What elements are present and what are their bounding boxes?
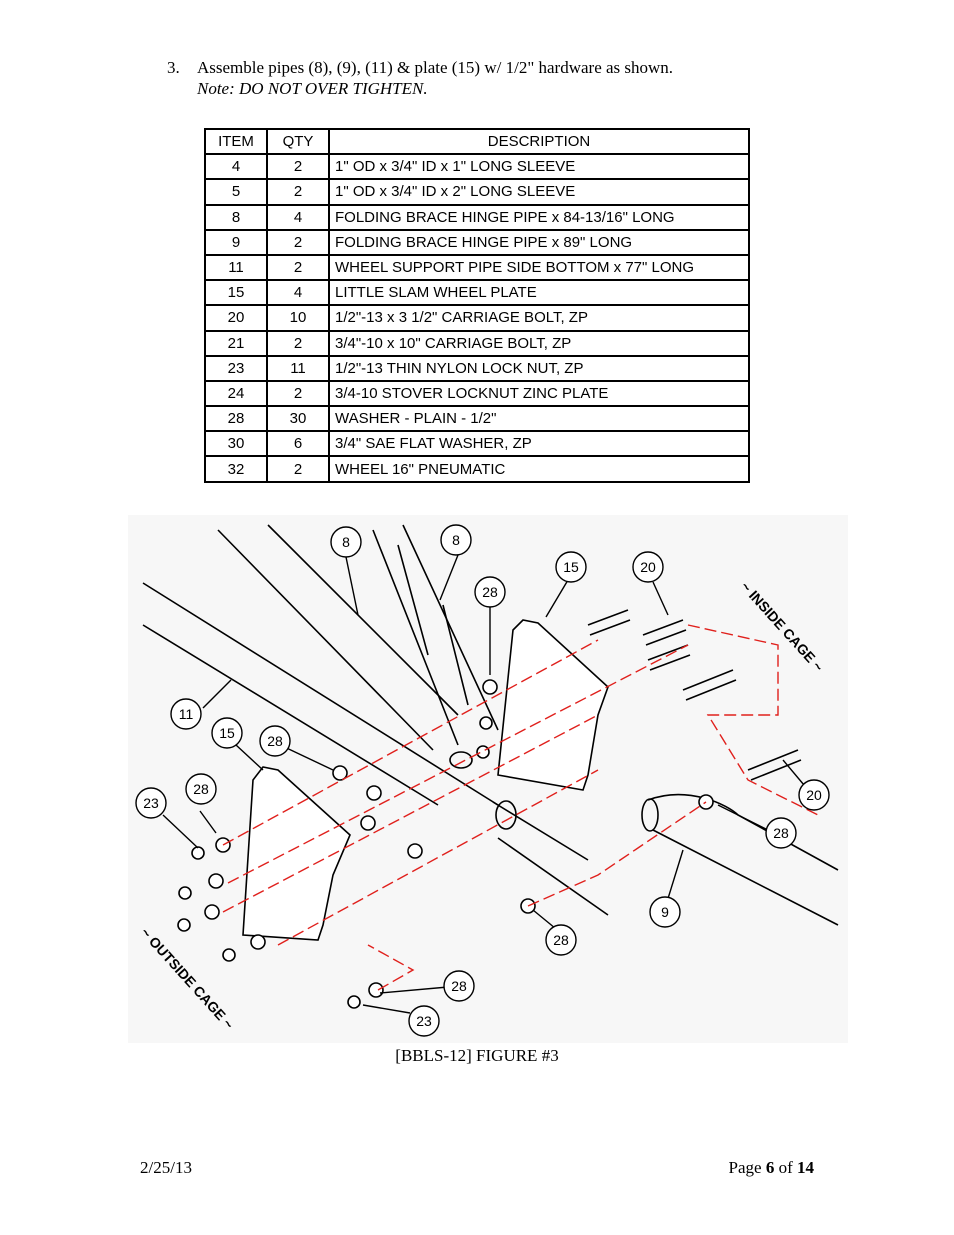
- plate-15-inside: [497, 619, 609, 791]
- footer-date: 2/25/13: [140, 1158, 192, 1177]
- assembly-figure: 8 8 28 15 20 11 15 28 23 28 20 28 9 28 2…: [128, 515, 848, 1043]
- cell-description: 1/2"-13 THIN NYLON LOCK NUT, ZP: [328, 354, 750, 382]
- pipe-8b-outline: [372, 524, 499, 746]
- callout-label: 28: [553, 932, 569, 948]
- pipe-8a-outline: [217, 524, 459, 751]
- step-note: Note: DO NOT OVER TIGHTEN.: [197, 79, 428, 98]
- cell-qty: 30: [266, 405, 330, 433]
- header-description: DESCRIPTION: [328, 127, 750, 156]
- cell-qty: 6: [266, 430, 330, 458]
- cell-qty: 2: [266, 178, 330, 206]
- cell-description: FOLDING BRACE HINGE PIPE x 84-13/16" LON…: [328, 203, 750, 231]
- cell-description: 1/2"-13 x 3 1/2" CARRIAGE BOLT, ZP: [328, 304, 750, 332]
- callout-label: 23: [143, 795, 159, 811]
- cell-item: 4: [204, 153, 268, 181]
- callout-label: 28: [451, 978, 467, 994]
- cell-description: LITTLE SLAM WHEEL PLATE: [328, 279, 750, 307]
- cell-description: WASHER - PLAIN - 1/2": [328, 405, 750, 433]
- cell-item: 30: [204, 430, 268, 458]
- callout-label: 28: [482, 584, 498, 600]
- page-current: 6: [765, 1158, 775, 1177]
- cell-qty: 4: [266, 279, 330, 307]
- page-total: 14: [797, 1158, 814, 1177]
- callout-label: 15: [563, 559, 579, 575]
- figure-caption: [BBLS-12] FIGURE #3: [395, 1046, 559, 1065]
- page-of: of: [774, 1158, 797, 1177]
- callout-label: 28: [773, 825, 789, 841]
- pipe-9-end: [641, 798, 659, 832]
- cell-qty: 10: [266, 304, 330, 332]
- pipe-8c-outline: [397, 544, 469, 706]
- callout-label: 28: [193, 781, 209, 797]
- sleeve-ring: [495, 800, 517, 830]
- cell-item: 11: [204, 253, 268, 282]
- cell-item: 20: [204, 304, 268, 332]
- cell-description: WHEEL 16" PNEUMATIC: [328, 455, 750, 483]
- callout-label: 8: [342, 534, 350, 550]
- cell-qty: 2: [266, 455, 330, 483]
- cell-item: 32: [204, 455, 268, 483]
- step-text: Assemble pipes (8), (9), (11) & plate (1…: [197, 58, 674, 77]
- cell-description: 3/4" SAE FLAT WASHER, ZP: [328, 430, 750, 458]
- cell-item: 21: [204, 329, 268, 357]
- callout-label: 9: [661, 904, 669, 920]
- bolt-20: [747, 749, 802, 781]
- cell-description: 1" OD x 3/4" ID x 2" LONG SLEEVE: [328, 178, 750, 206]
- cell-item: 28: [204, 405, 268, 433]
- cell-description: FOLDING BRACE HINGE PIPE x 89" LONG: [328, 228, 750, 256]
- cell-description: 3/4"-10 x 10" CARRIAGE BOLT, ZP: [328, 329, 750, 357]
- cell-item: 23: [204, 354, 268, 382]
- callout-label: 8: [452, 532, 460, 548]
- bolt-20: [682, 669, 737, 701]
- cell-item: 15: [204, 279, 268, 307]
- bolt-20: [642, 619, 687, 646]
- cell-description: 1" OD x 3/4" ID x 1" LONG SLEEVE: [328, 153, 750, 181]
- cell-item: 9: [204, 228, 268, 256]
- cell-qty: 2: [266, 253, 330, 282]
- cell-qty: 11: [266, 354, 330, 382]
- cell-qty: 2: [266, 153, 330, 181]
- footer-page-number: Page 6 of 14: [729, 1158, 814, 1178]
- bolt-20: [587, 609, 631, 636]
- header-qty: QTY: [266, 127, 330, 156]
- cell-description: WHEEL SUPPORT PIPE SIDE BOTTOM x 77" LON…: [328, 253, 750, 282]
- step-number: 3.: [167, 58, 180, 77]
- header-item: ITEM: [204, 127, 268, 156]
- cell-item: 5: [204, 178, 268, 206]
- pipe-11-far: [492, 801, 609, 916]
- callout-label: 15: [219, 725, 235, 741]
- callout-label: 23: [416, 1013, 432, 1029]
- sleeve-ring: [449, 751, 473, 769]
- cell-qty: 2: [266, 329, 330, 357]
- callout-label: 11: [179, 706, 194, 722]
- bolt-20: [647, 644, 691, 671]
- page-prefix: Page: [728, 1158, 766, 1177]
- plate-15-outside: [242, 766, 351, 941]
- cell-description: 3/4-10 STOVER LOCKNUT ZINC PLATE: [328, 379, 750, 408]
- cell-qty: 2: [266, 379, 330, 408]
- cell-item: 24: [204, 379, 268, 408]
- callout-label: 28: [267, 733, 283, 749]
- table-header-row: ITEM QTY DESCRIPTION: [204, 127, 750, 156]
- callout-label: 20: [806, 787, 822, 803]
- cell-qty: 2: [266, 228, 330, 256]
- cell-qty: 4: [266, 203, 330, 231]
- callout-label: 20: [640, 559, 656, 575]
- cell-item: 8: [204, 203, 268, 231]
- pipe-11-outline: [142, 582, 499, 806]
